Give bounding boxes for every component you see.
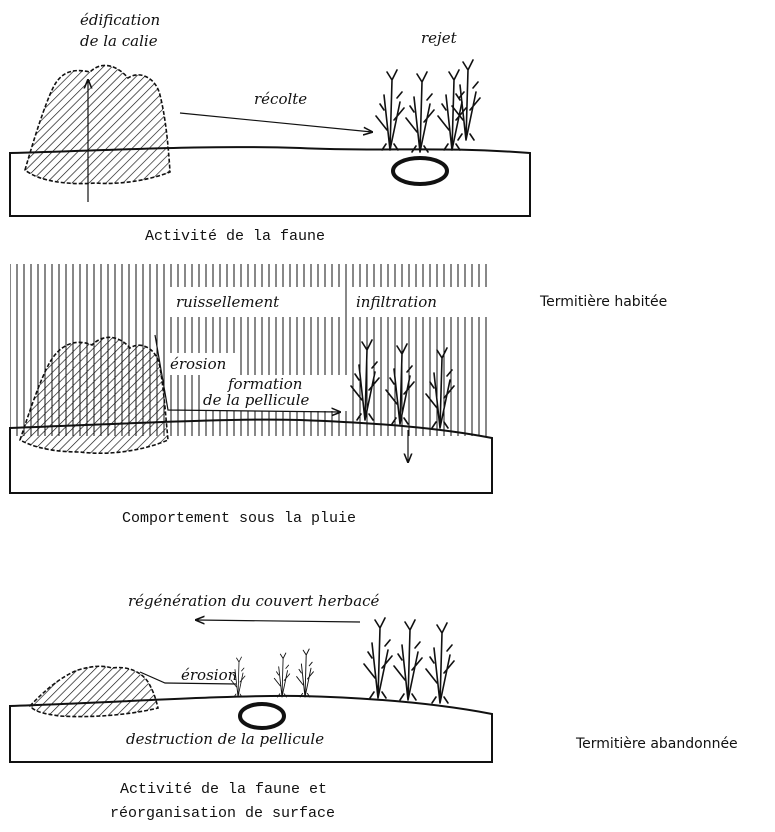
- side-label-habitee: Termitière habitée: [539, 294, 667, 310]
- caption-panel3-line1: Activité de la faune et: [120, 781, 327, 798]
- grass-tufts: [231, 618, 454, 703]
- label-rejet: rejet: [421, 29, 458, 47]
- label-recolte: récolte: [254, 90, 307, 108]
- label-edification-line1: édification: [80, 11, 160, 29]
- label-ruissellement: ruissellement: [176, 293, 280, 311]
- termite-mound: [25, 65, 170, 183]
- label-formation-line2: de la pellicule: [203, 391, 309, 409]
- caption-panel3-line2: réorganisation de surface: [110, 805, 335, 822]
- label-erosion: érosion: [170, 355, 226, 373]
- soil-clod: [393, 158, 447, 184]
- side-label-abandonnee: Termitière abandonnée: [575, 736, 738, 752]
- panel-reorganisation-surface: régénération du couvert herbacé érosion …: [10, 592, 492, 822]
- termite-mound: [30, 666, 158, 716]
- label-erosion: érosion: [181, 666, 237, 684]
- panel-comportement-pluie: ruissellement infiltration érosion forma…: [10, 264, 492, 527]
- label-regeneration: régénération du couvert herbacé: [128, 592, 380, 610]
- regeneration-arrow: [196, 620, 360, 622]
- grass-tufts: [376, 60, 480, 152]
- recolte-arrow: [180, 113, 372, 132]
- caption-panel1: Activité de la faune: [145, 228, 325, 245]
- panel-activite-faune: édification de la calie récolte rejet Ac…: [10, 11, 530, 245]
- label-infiltration: infiltration: [356, 293, 437, 311]
- soil-clod: [240, 704, 284, 728]
- label-edification-line2: de la calie: [80, 32, 158, 50]
- caption-panel2: Comportement sous la pluie: [122, 510, 356, 527]
- label-destruction: destruction de la pellicule: [126, 730, 324, 748]
